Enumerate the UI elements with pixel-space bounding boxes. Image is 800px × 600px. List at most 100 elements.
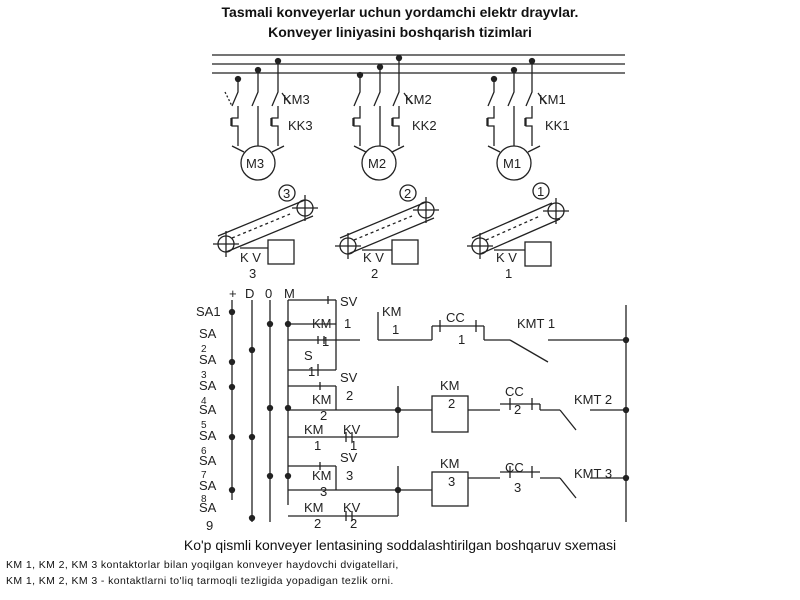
label-sv3: SV xyxy=(340,450,358,465)
conveyor-belt-1 xyxy=(467,198,569,267)
sa-label: SA xyxy=(199,326,217,341)
bus-label-m: M xyxy=(284,286,295,301)
label-kmt1: KMT 1 xyxy=(517,316,555,331)
label-coil-km2: KM xyxy=(440,378,460,393)
sa-index: 5 xyxy=(201,420,207,431)
label-coil-km3: KM xyxy=(440,456,460,471)
label-km2: KM2 xyxy=(405,92,432,107)
label-km1-contact: KM xyxy=(304,422,324,437)
sa-label: SA xyxy=(199,402,217,417)
motor-branch-1 xyxy=(486,57,550,200)
sa-label: SA xyxy=(199,478,217,493)
label-coil-km2-num: 2 xyxy=(448,396,455,411)
sa-label: 9 xyxy=(206,518,213,533)
label-cc3-num: 3 xyxy=(514,480,521,495)
label-kv2-contact-num: 2 xyxy=(350,516,357,531)
label-kk1: KK1 xyxy=(545,118,570,133)
sa-label: SA xyxy=(199,428,217,443)
label-kv1-contact: KV xyxy=(343,422,361,437)
label-km-contact-num: 2 xyxy=(320,408,327,423)
label-kmt3: KMT 3 xyxy=(574,466,612,481)
sa-index: 8 xyxy=(201,494,207,505)
control-row-1 xyxy=(288,296,630,376)
sa-contacts xyxy=(228,308,292,522)
label-sv1-num: 1 xyxy=(344,316,351,331)
label-cc3: CC xyxy=(505,460,524,475)
sa-index: 7 xyxy=(201,470,207,481)
control-row-2 xyxy=(288,382,630,442)
label-sb1-num: 1 xyxy=(308,364,315,379)
diagram-title: Tasmali konveyerlar uchun yordamchi elek… xyxy=(221,4,579,20)
motor-branch-3 xyxy=(224,57,296,202)
label-kv1: K V xyxy=(496,250,517,265)
label-kk3: KK3 xyxy=(288,118,313,133)
label-coil-km1: KM xyxy=(382,304,402,319)
label-kv2: K V xyxy=(363,250,384,265)
label-coil-km1-num: 1 xyxy=(392,322,399,337)
label-km-contact: KM xyxy=(312,392,332,407)
sa-label: SA1 xyxy=(196,304,221,319)
power-bus xyxy=(212,54,625,74)
sa-label: SA xyxy=(199,352,217,367)
control-row-3 xyxy=(288,462,630,521)
diagram-subtitle: Konveyer liniyasini boshqarish tizimlari xyxy=(268,24,532,40)
footnote-line-1: KM 1, KM 2, KM 3 kontaktorlar bilan yoqi… xyxy=(6,559,399,571)
speed-sensor-kv2 xyxy=(391,239,419,265)
label-cc2-num: 2 xyxy=(514,402,521,417)
control-bus xyxy=(231,300,627,522)
label-km2-contact: KM xyxy=(304,500,324,515)
label-km-contact: KM xyxy=(312,468,332,483)
label-kv1-num: 1 xyxy=(505,266,512,281)
label-kv3-num: 3 xyxy=(249,266,256,281)
label-kk2: KK2 xyxy=(412,118,437,133)
sa-index: 2 xyxy=(201,344,207,355)
conveyor-belt-3 xyxy=(213,195,318,265)
speed-sensor-kv3 xyxy=(267,239,295,265)
label-kv1-contact-num: 1 xyxy=(350,438,357,453)
label-kv3: K V xyxy=(240,250,261,265)
label-cc2: CC xyxy=(505,384,524,399)
coil-km2 xyxy=(431,395,469,433)
section-number-1: 1 xyxy=(537,184,544,199)
label-km2-contact-num: 2 xyxy=(314,516,321,531)
label-sv3-num: 3 xyxy=(346,468,353,483)
label-cc1: CC xyxy=(446,310,465,325)
label-sv2: SV xyxy=(340,370,358,385)
label-km-contact-num: 3 xyxy=(320,484,327,499)
sa-index: 6 xyxy=(201,446,207,457)
speed-sensor-kv1 xyxy=(524,241,552,267)
sa-index: 3 xyxy=(201,370,207,381)
bus-label-d: D xyxy=(245,286,254,301)
bus-label-0: 0 xyxy=(265,286,272,301)
label-sv2-num: 2 xyxy=(346,388,353,403)
label-sb1: S xyxy=(304,348,313,363)
label-km-contact-num: 1 xyxy=(322,334,329,349)
bus-label-plus: + xyxy=(229,286,237,301)
label-km1-contact-num: 1 xyxy=(314,438,321,453)
footnote-line-2: KM 1, KM 2, KM 3 - kontaktlarni to'liq t… xyxy=(6,575,394,587)
sa-label: SA xyxy=(199,453,217,468)
label-kmt2: KMT 2 xyxy=(574,392,612,407)
motor-branch-2 xyxy=(352,54,417,202)
label-kv2-contact: KV xyxy=(343,500,361,515)
label-m3: M3 xyxy=(246,156,264,171)
sa-label: SA xyxy=(199,500,217,515)
conveyor-belt-2 xyxy=(335,197,439,265)
label-cc1-num: 1 xyxy=(458,332,465,347)
sa-label: SA xyxy=(199,378,217,393)
label-sv1: SV xyxy=(340,294,358,309)
label-m2: M2 xyxy=(368,156,386,171)
sa-index: 4 xyxy=(201,396,207,407)
diagram-caption: Ko'p qismli konveyer lentasining soddala… xyxy=(183,537,617,553)
motor-m2 xyxy=(361,145,397,181)
label-coil-km3-num: 3 xyxy=(448,474,455,489)
label-kv2-num: 2 xyxy=(371,266,378,281)
label-m1: M1 xyxy=(503,156,521,171)
coil-km3 xyxy=(431,471,469,507)
motor-m1 xyxy=(496,145,532,181)
section-number-3: 3 xyxy=(283,186,290,201)
label-km3: KM3 xyxy=(283,92,310,107)
section-number-2: 2 xyxy=(404,186,411,201)
label-km-contact: KM xyxy=(312,316,332,331)
